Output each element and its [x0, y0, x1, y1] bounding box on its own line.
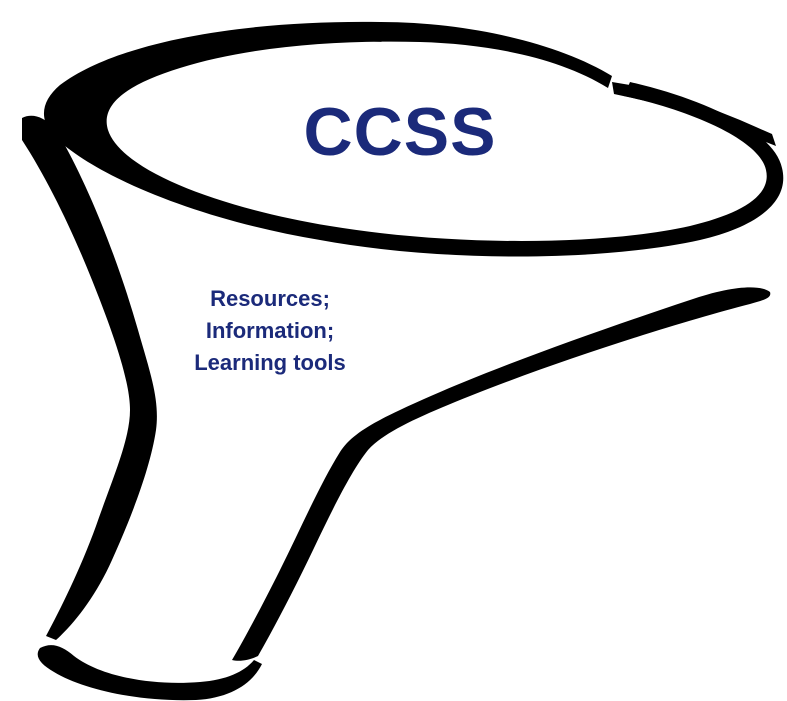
rim-dash: [612, 82, 776, 146]
body-line-information: Information;: [205, 318, 335, 343]
funnel-right-side: [232, 287, 771, 661]
funnel-spout: [37, 645, 263, 701]
funnel-rim: [43, 21, 784, 257]
body-line-learning-tools: Learning tools: [194, 350, 346, 375]
diagram-title: CCSS: [303, 94, 497, 170]
funnel-left-side: [22, 115, 157, 640]
diagram-body: Resources; Information; Learning tools: [140, 283, 400, 379]
body-line-resources: Resources;: [210, 286, 330, 311]
